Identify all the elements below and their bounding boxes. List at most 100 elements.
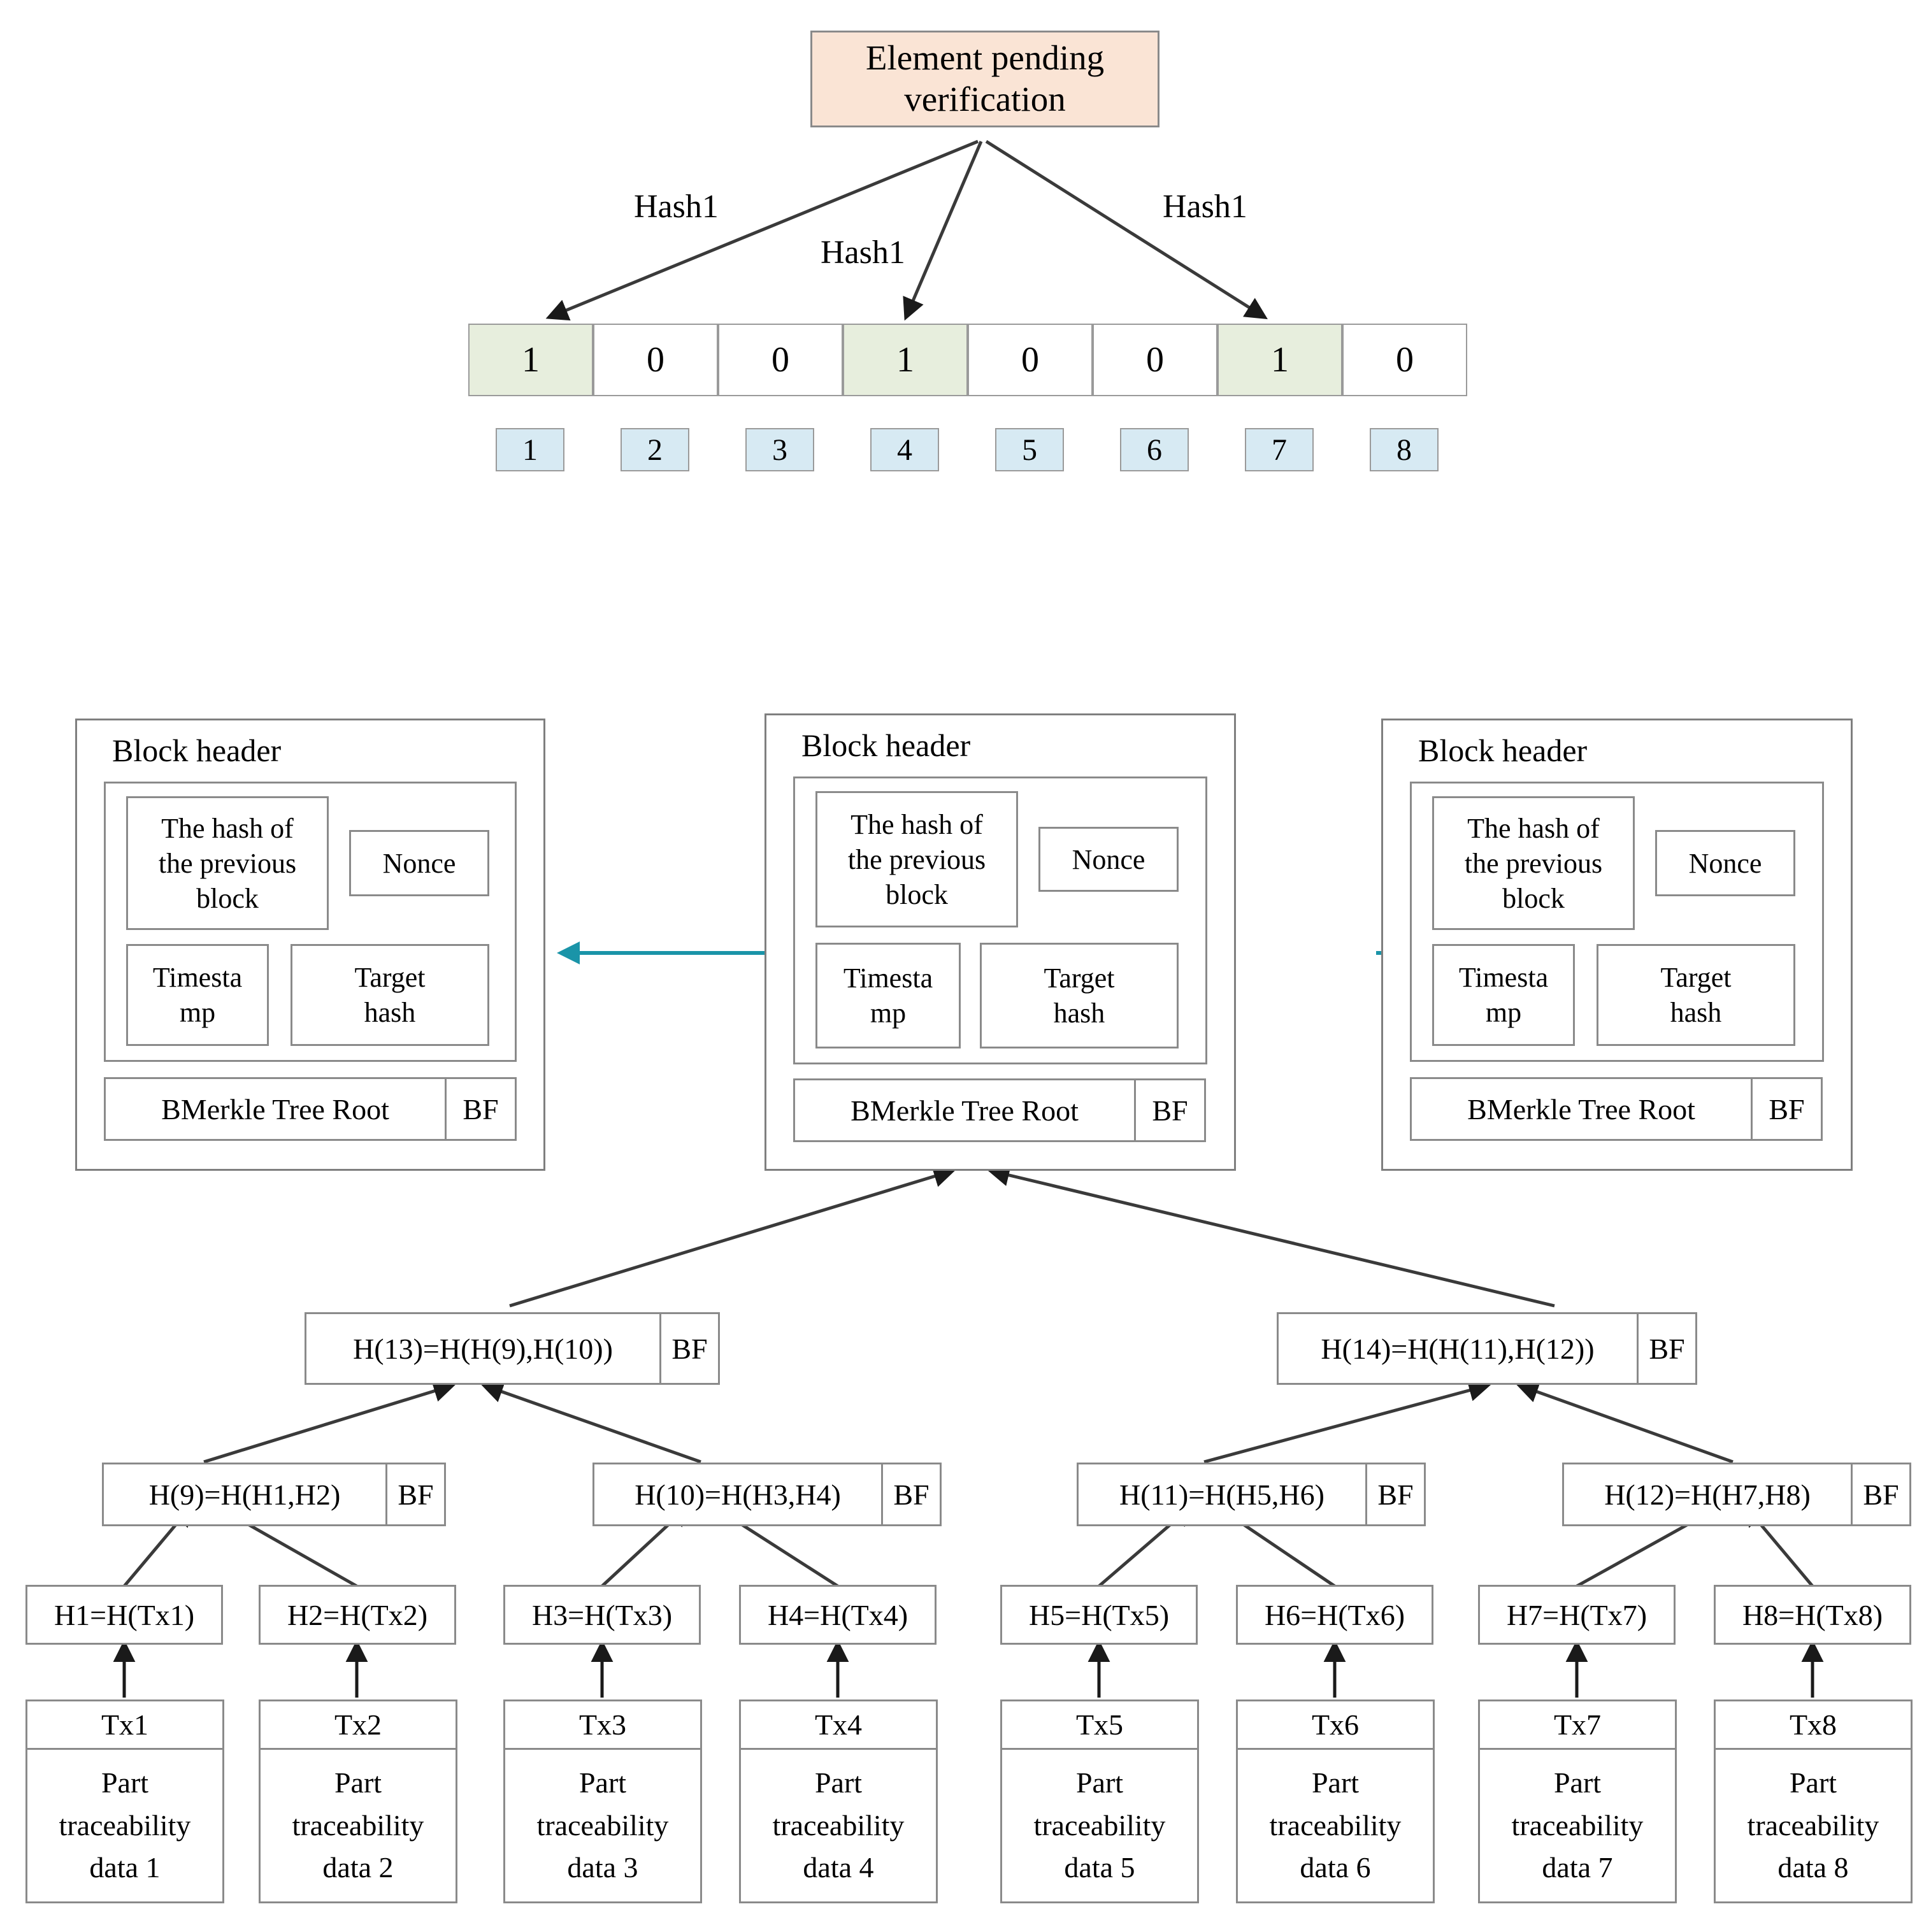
tx-box-3[interactable]: Tx3 Part traceability data 3 bbox=[503, 1699, 702, 1903]
block-2-merkle-root-row: BMerkle Tree Root BF bbox=[793, 1078, 1206, 1142]
tx-box-4[interactable]: Tx4 Part traceability data 4 bbox=[739, 1699, 938, 1903]
merkle-level1-edges bbox=[203, 1379, 1734, 1464]
tx-box-2-id: Tx2 bbox=[261, 1701, 456, 1750]
block-1-merkle-root-row: BMerkle Tree Root BF bbox=[104, 1077, 517, 1141]
index-box-4[interactable]: 4 bbox=[870, 428, 939, 471]
merkle-node-h13[interactable]: H(13)=H(H(9),H(10)) BF bbox=[305, 1312, 720, 1385]
tx-box-6-body: Part traceability data 6 bbox=[1269, 1766, 1402, 1884]
merkle-node-h10-bf: BF bbox=[881, 1464, 940, 1524]
block-2-title: Block header bbox=[801, 727, 971, 763]
tx-box-8-id: Tx8 bbox=[1716, 1701, 1911, 1750]
merkle-node-h9-label: H(9)=H(H1,H2) bbox=[148, 1478, 341, 1511]
merkle-node-h11-bf: BF bbox=[1365, 1464, 1424, 1524]
merkle-node-h9-bf: BF bbox=[385, 1464, 444, 1524]
tx-box-1-body: Part traceability data 1 bbox=[59, 1766, 191, 1884]
merkle-node-h12[interactable]: H(12)=H(H7,H8) BF bbox=[1562, 1463, 1911, 1526]
tx-box-7-id: Tx7 bbox=[1480, 1701, 1675, 1750]
block-2-prev-hash: The hash of the previous block bbox=[815, 791, 1018, 927]
tx-box-5-id: Tx5 bbox=[1002, 1701, 1197, 1750]
leaf-hash-h2[interactable]: H2=H(Tx2) bbox=[259, 1585, 456, 1645]
tx-box-8[interactable]: Tx8 Part traceability data 8 bbox=[1714, 1699, 1913, 1903]
block-2-timestamp: Timesta mp bbox=[815, 943, 961, 1048]
merkle-node-h9[interactable]: H(9)=H(H1,H2) BF bbox=[102, 1463, 446, 1526]
leaf-hash-h5[interactable]: H5=H(Tx5) bbox=[1000, 1585, 1198, 1645]
tx-box-8-body: Part traceability data 8 bbox=[1747, 1766, 1879, 1884]
merkle-node-h10[interactable]: H(10)=H(H3,H4) BF bbox=[592, 1463, 942, 1526]
leaf-hash-h6[interactable]: H6=H(Tx6) bbox=[1236, 1585, 1433, 1645]
block-2-merkle-root-label: BMerkle Tree Root bbox=[851, 1094, 1079, 1127]
block-1-merkle-root-label: BMerkle Tree Root bbox=[161, 1092, 389, 1126]
merkle-node-h14-bf: BF bbox=[1637, 1314, 1695, 1383]
tx-box-6-id: Tx6 bbox=[1238, 1701, 1433, 1750]
tx-box-5[interactable]: Tx5 Part traceability data 5 bbox=[1000, 1699, 1199, 1903]
index-box-2[interactable]: 2 bbox=[621, 428, 689, 471]
bit-cell-3[interactable]: 0 bbox=[718, 324, 843, 396]
bit-cell-7[interactable]: 1 bbox=[1217, 324, 1342, 396]
block-2-target-hash: Target hash bbox=[980, 943, 1179, 1048]
tx-box-7[interactable]: Tx7 Part traceability data 7 bbox=[1478, 1699, 1677, 1903]
bit-cell-4[interactable]: 1 bbox=[843, 324, 968, 396]
hash-label-left: Hash1 bbox=[634, 189, 719, 225]
tx-box-2[interactable]: Tx2 Part traceability data 2 bbox=[259, 1699, 457, 1903]
merkle-node-h12-bf: BF bbox=[1851, 1464, 1909, 1524]
block-2[interactable]: Block header The hash of the previous bl… bbox=[765, 713, 1236, 1171]
leaf-hash-h1[interactable]: H1=H(Tx1) bbox=[25, 1585, 223, 1645]
bit-cell-5[interactable]: 0 bbox=[968, 324, 1093, 396]
tx-box-6[interactable]: Tx6 Part traceability data 6 bbox=[1236, 1699, 1435, 1903]
merkle-node-h10-label: H(10)=H(H3,H4) bbox=[635, 1478, 841, 1511]
merkle-to-block-edges bbox=[509, 1164, 1555, 1308]
tx-box-4-id: Tx4 bbox=[741, 1701, 936, 1750]
block-1-nonce: Nonce bbox=[349, 830, 489, 896]
tx-box-2-body: Part traceability data 2 bbox=[292, 1766, 424, 1884]
block-1-timestamp: Timesta mp bbox=[126, 944, 269, 1046]
leaf-hash-h4[interactable]: H4=H(Tx4) bbox=[739, 1585, 937, 1645]
merkle-node-h14[interactable]: H(14)=H(H(11),H(12)) BF bbox=[1277, 1312, 1697, 1385]
block-1-target-hash: Target hash bbox=[291, 944, 489, 1046]
tx-box-7-body: Part traceability data 7 bbox=[1511, 1766, 1644, 1884]
tx-box-4-body: Part traceability data 4 bbox=[772, 1766, 905, 1884]
block-2-bf-cell: BF bbox=[1134, 1080, 1204, 1140]
index-box-1[interactable]: 1 bbox=[496, 428, 564, 471]
block-3-title: Block header bbox=[1418, 733, 1588, 768]
tx-box-1-id: Tx1 bbox=[27, 1701, 222, 1750]
merkle-node-h11-label: H(11)=H(H5,H6) bbox=[1119, 1478, 1325, 1511]
block-2-nonce: Nonce bbox=[1038, 827, 1179, 892]
block-3-fields-group: The hash of the previous block Nonce Tim… bbox=[1410, 782, 1824, 1062]
element-pending-verification-box: Element pending verification bbox=[810, 31, 1159, 127]
block-3-target-hash: Target hash bbox=[1597, 944, 1795, 1046]
leaf-hash-h3[interactable]: H3=H(Tx3) bbox=[503, 1585, 701, 1645]
block-3-merkle-root-row: BMerkle Tree Root BF bbox=[1410, 1077, 1823, 1141]
merkle-node-h11[interactable]: H(11)=H(H5,H6) BF bbox=[1077, 1463, 1426, 1526]
index-box-6[interactable]: 6 bbox=[1120, 428, 1189, 471]
index-box-5[interactable]: 5 bbox=[995, 428, 1064, 471]
index-box-8[interactable]: 8 bbox=[1370, 428, 1439, 471]
block-3-bf-cell: BF bbox=[1751, 1079, 1821, 1139]
block-3-timestamp: Timesta mp bbox=[1432, 944, 1575, 1046]
index-box-3[interactable]: 3 bbox=[745, 428, 814, 471]
block-1[interactable]: Block header The hash of the previous bl… bbox=[75, 719, 545, 1171]
block-1-prev-hash: The hash of the previous block bbox=[126, 796, 329, 930]
bit-cell-2[interactable]: 0 bbox=[593, 324, 718, 396]
index-box-7[interactable]: 7 bbox=[1245, 428, 1314, 471]
merkle-node-h13-bf: BF bbox=[659, 1314, 718, 1383]
merkle-node-h13-label: H(13)=H(H(9),H(10)) bbox=[353, 1332, 613, 1365]
tx-box-1[interactable]: Tx1 Part traceability data 1 bbox=[25, 1699, 224, 1903]
bit-cell-6[interactable]: 0 bbox=[1093, 324, 1217, 396]
tx-box-3-id: Tx3 bbox=[505, 1701, 700, 1750]
bit-cell-1[interactable]: 1 bbox=[468, 324, 593, 396]
leaf-hash-h7[interactable]: H7=H(Tx7) bbox=[1478, 1585, 1676, 1645]
bit-cell-8[interactable]: 0 bbox=[1342, 324, 1467, 396]
tx-box-5-body: Part traceability data 5 bbox=[1033, 1766, 1166, 1884]
hash-label-middle: Hash1 bbox=[821, 234, 905, 271]
block-1-bf-cell: BF bbox=[445, 1079, 515, 1139]
leaf-hash-h8[interactable]: H8=H(Tx8) bbox=[1714, 1585, 1911, 1645]
merkle-node-h14-label: H(14)=H(H(11),H(12)) bbox=[1321, 1332, 1595, 1365]
block-3-merkle-root-label: BMerkle Tree Root bbox=[1467, 1092, 1695, 1126]
block-2-fields-group: The hash of the previous block Nonce Tim… bbox=[793, 776, 1207, 1064]
block-3[interactable]: Block header The hash of the previous bl… bbox=[1381, 719, 1853, 1171]
bloom-hash-edges bbox=[545, 140, 1268, 321]
tx-to-leaf-edges bbox=[113, 1640, 1824, 1698]
hash-label-right: Hash1 bbox=[1163, 189, 1247, 225]
merkle-node-h12-label: H(12)=H(H7,H8) bbox=[1604, 1478, 1811, 1511]
